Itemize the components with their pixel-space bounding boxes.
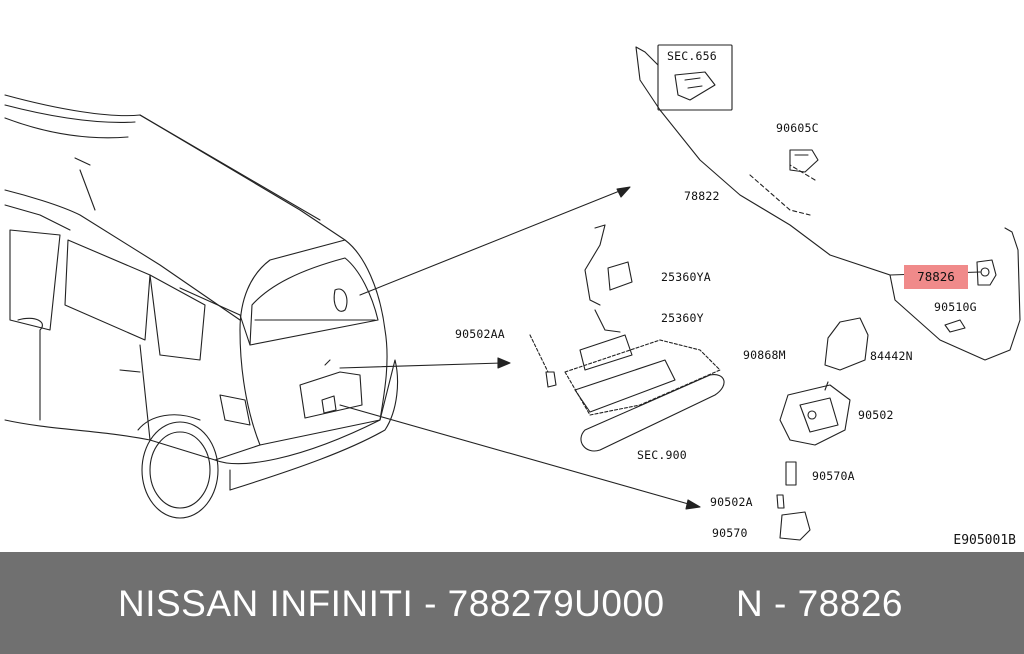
part-info-footer: NISSAN INFINITI - 788279U000 N - 78826 bbox=[0, 552, 1024, 654]
bolt-90502aa bbox=[529, 334, 557, 388]
part-25360y-label: 25360Y bbox=[661, 311, 704, 325]
clip-90510g bbox=[944, 319, 966, 333]
vehicle-outline bbox=[4, 94, 399, 519]
part-78822-label: 78822 bbox=[684, 189, 720, 203]
diagram-drawing bbox=[4, 44, 1021, 541]
sec-900-label: SEC.900 bbox=[637, 448, 687, 462]
bolt-90502a bbox=[776, 494, 785, 509]
part-90502aa-label: 90502AA bbox=[455, 327, 505, 341]
part-84442n-label: 84442N bbox=[870, 349, 913, 363]
lock-90502 bbox=[779, 381, 851, 446]
part-code-text: N - 78826 bbox=[736, 583, 903, 624]
part-90605c-label: 90605C bbox=[776, 121, 819, 135]
part-78826-highlight: 78826 bbox=[904, 265, 968, 289]
part-90502-label: 90502 bbox=[858, 408, 894, 422]
clip-90605c bbox=[789, 149, 819, 173]
harness bbox=[635, 44, 1021, 361]
part-90570-label: 90570 bbox=[712, 526, 748, 540]
part-90502a-label: 90502A bbox=[710, 495, 753, 509]
sec-656-label: SEC.656 bbox=[667, 49, 717, 63]
part-number-text: NISSAN INFINITI - 788279U000 bbox=[118, 583, 665, 624]
diagram-reference-code: E905001B bbox=[953, 533, 1016, 548]
stop-lamp bbox=[564, 224, 725, 452]
part-90570a-label: 90570A bbox=[812, 469, 855, 483]
switch-78826 bbox=[976, 259, 997, 286]
striker-90570 bbox=[779, 511, 811, 541]
parts-diagram: SEC.656 90605C 78822 78826 90510G 25360Y… bbox=[4, 44, 1021, 548]
part-90868m-label: 90868M bbox=[743, 348, 786, 362]
part-25360ya-label: 25360YA bbox=[661, 270, 711, 284]
leader-arrows bbox=[339, 186, 701, 510]
part-90510g-label: 90510G bbox=[934, 300, 977, 314]
bolt-90570a bbox=[785, 461, 797, 486]
cover-84442n bbox=[824, 317, 869, 371]
